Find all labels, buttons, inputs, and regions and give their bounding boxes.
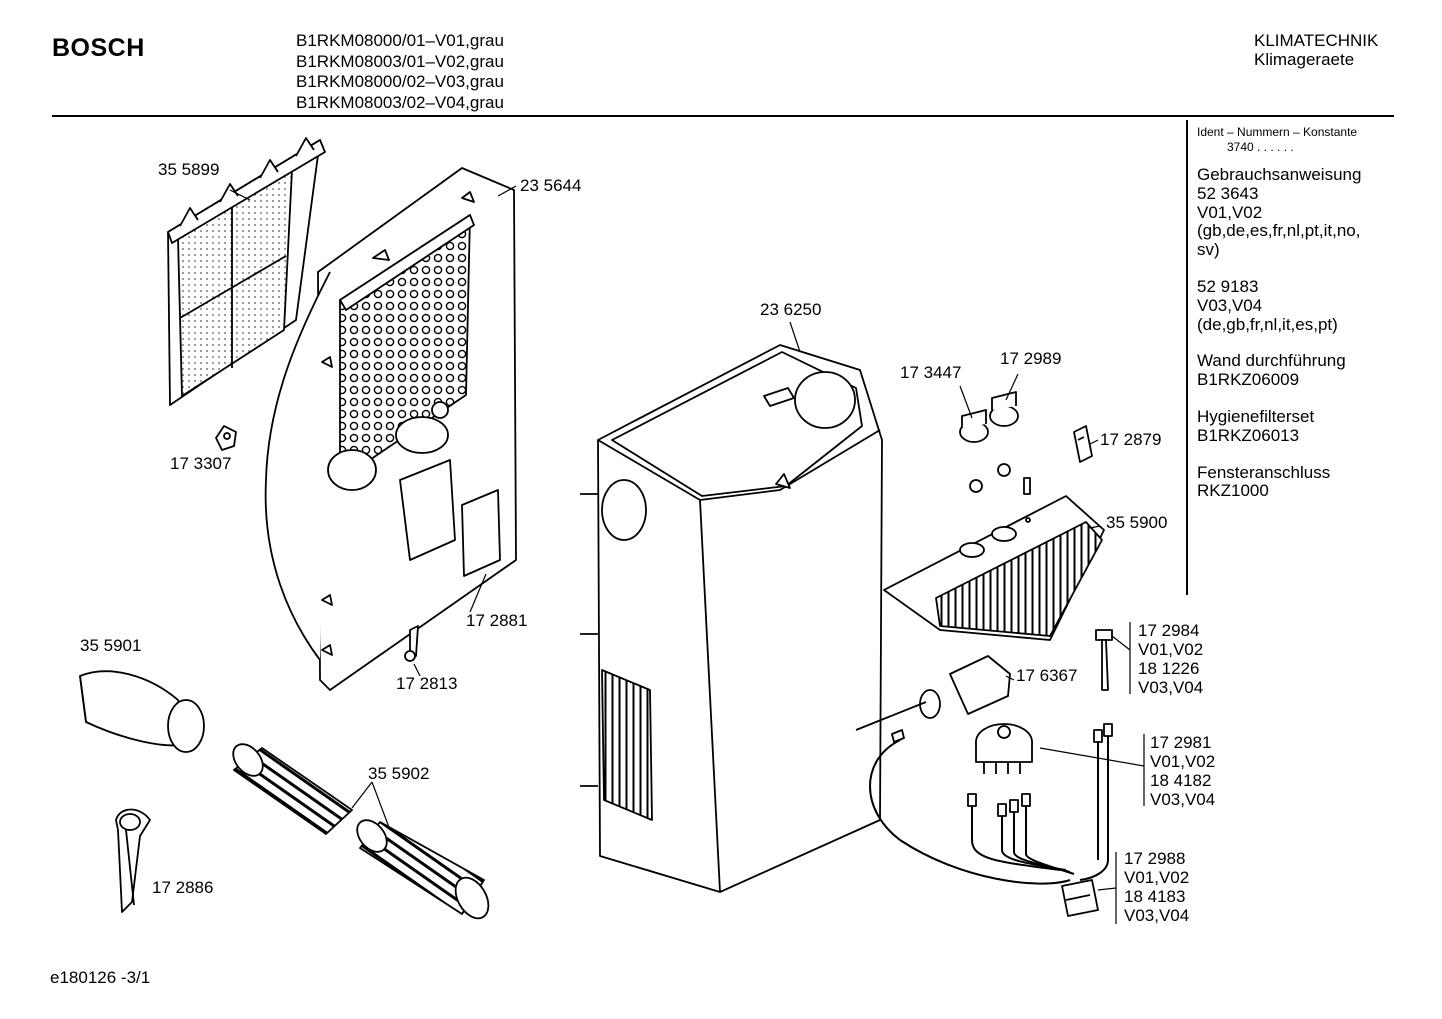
category-heading: KLIMATECHNIK Klimageraete — [1254, 31, 1378, 69]
model-line: B1RKM08003/02–V04,grau — [296, 92, 504, 112]
rotary-switch-172981 — [975, 723, 1033, 774]
control-cover-355900 — [883, 495, 1105, 641]
block-line: B1RKZ06009 — [1197, 370, 1300, 390]
block-line: Fensteranschluss — [1197, 462, 1331, 482]
block-line: V01,V02 — [1197, 202, 1263, 222]
block-line: 52 3643 — [1197, 183, 1259, 203]
seal-172886 — [115, 808, 151, 913]
washer — [997, 463, 1011, 477]
thermostat-172984 — [1095, 629, 1113, 691]
side-panel-divider — [1186, 120, 1188, 595]
block-line: Gebrauchsanweisung — [1197, 165, 1362, 184]
brand-logo: BOSCH — [52, 34, 145, 62]
wiring-harness-172988 — [869, 730, 1109, 885]
part-label-172879: 17 2879 — [1100, 430, 1162, 449]
hygiene-filter-block: Hygienefilterset B1RKZ06013 — [1197, 406, 1397, 446]
block-line: Wand durchführung — [1197, 351, 1346, 371]
block-line: Hygienefilterset — [1197, 406, 1315, 426]
screw-172813 — [404, 625, 419, 662]
block-line: sv) — [1197, 240, 1220, 260]
part-label-355902: 35 5902 — [368, 764, 430, 783]
category-title: KLIMATECHNIK — [1254, 31, 1379, 50]
group-line: V03,V04 — [1138, 678, 1204, 697]
group-line: V03,V04 — [1124, 906, 1190, 925]
knob-172989 — [989, 391, 1019, 427]
knob-173447 — [959, 409, 989, 443]
washer — [969, 479, 983, 493]
ident-heading: Ident – Nummern – Konstante — [1197, 125, 1358, 139]
group-line: 17 2981 — [1150, 733, 1212, 752]
connector-block — [1061, 879, 1099, 917]
model-line: B1RKM08003/01–V02,grau — [296, 51, 504, 71]
model-list: B1RKM08000/01–V01,grau B1RKM08003/01–V02… — [296, 31, 504, 113]
part-label-172989: 17 2989 — [1000, 349, 1062, 368]
part-group-rotary-switch: 17 2981 V01,V02 18 4182 V03,V04 — [1150, 733, 1215, 809]
ident-value: 3740 . . . . . . — [1227, 140, 1294, 154]
part-label-172886: 17 2886 — [152, 878, 214, 897]
duct-adapter-355901 — [79, 670, 205, 753]
group-line: 18 1226 — [1138, 659, 1200, 678]
part-label-172881: 17 2881 — [466, 611, 528, 630]
side-panel: Ident – Nummern – Konstante 3740 . . . .… — [1197, 125, 1397, 519]
part-group-wiring: 17 2988 V01,V02 18 4183 V03,V04 — [1124, 849, 1189, 925]
group-line: V01,V02 — [1138, 640, 1204, 659]
part-label-355899: 35 5899 — [158, 160, 220, 179]
part-label-172813: 17 2813 — [396, 674, 458, 693]
manual-block: Gebrauchsanweisung 52 3643 V01,V02 (gb,d… — [1197, 165, 1397, 260]
block-line: RKZ1000 — [1197, 481, 1269, 501]
clip-172879 — [1073, 425, 1093, 463]
group-line: V01,V02 — [1150, 752, 1216, 771]
header-divider — [52, 115, 1394, 117]
housing-236250 — [580, 344, 883, 893]
manual-block-2: 52 9183 V03,V04 (de,gb,fr,nl,it,es,pt) — [1197, 276, 1397, 334]
hose-355902-a — [232, 743, 353, 835]
leader-lines — [229, 185, 1145, 924]
part-label-235644: 23 5644 — [520, 176, 582, 195]
hose-355902-b — [356, 819, 490, 920]
part-label-176367: 17 6367 — [1016, 666, 1078, 685]
small-screw — [1023, 477, 1031, 495]
part-label-236250: 23 6250 — [760, 300, 822, 319]
group-line: 18 4182 — [1150, 771, 1212, 790]
part-label-355900: 35 5900 — [1106, 513, 1168, 532]
block-line: B1RKZ06013 — [1197, 425, 1300, 445]
part-label-355901: 35 5901 — [80, 636, 142, 655]
terminals — [891, 723, 1113, 817]
clip-173307 — [215, 425, 237, 451]
model-line: B1RKM08000/02–V03,grau — [296, 72, 504, 91]
block-line: 52 9183 — [1197, 276, 1259, 296]
part-group-thermostat: 17 2984 V01,V02 18 1226 V03,V04 — [1138, 621, 1203, 697]
rear-panel-235644 — [264, 167, 517, 691]
part-label-173307: 17 3307 — [170, 454, 232, 473]
part-label-173447: 17 3447 — [900, 363, 962, 382]
document-code: e180126 -3/1 — [50, 968, 151, 987]
window-connection-block: Fensteranschluss RKZ1000 — [1197, 462, 1397, 502]
group-line: 18 4183 — [1124, 887, 1186, 906]
block-line: V03,V04 — [1197, 295, 1263, 315]
filter-355899 — [167, 137, 326, 406]
block-line: (gb,de,es,fr,nl,pt,it,no, — [1197, 221, 1361, 241]
group-line: 17 2984 — [1138, 621, 1200, 640]
category-subtitle: Klimageraete — [1254, 50, 1355, 69]
group-line: 17 2988 — [1124, 849, 1186, 868]
model-line: B1RKM08000/01–V01,grau — [296, 31, 504, 50]
group-line: V03,V04 — [1150, 790, 1216, 809]
wall-duct-block: Wand durchführung B1RKZ06009 — [1197, 352, 1397, 390]
switch-176367 — [855, 655, 1011, 731]
group-line: V01,V02 — [1124, 868, 1190, 887]
block-line: (de,gb,fr,nl,it,es,pt) — [1197, 314, 1338, 334]
